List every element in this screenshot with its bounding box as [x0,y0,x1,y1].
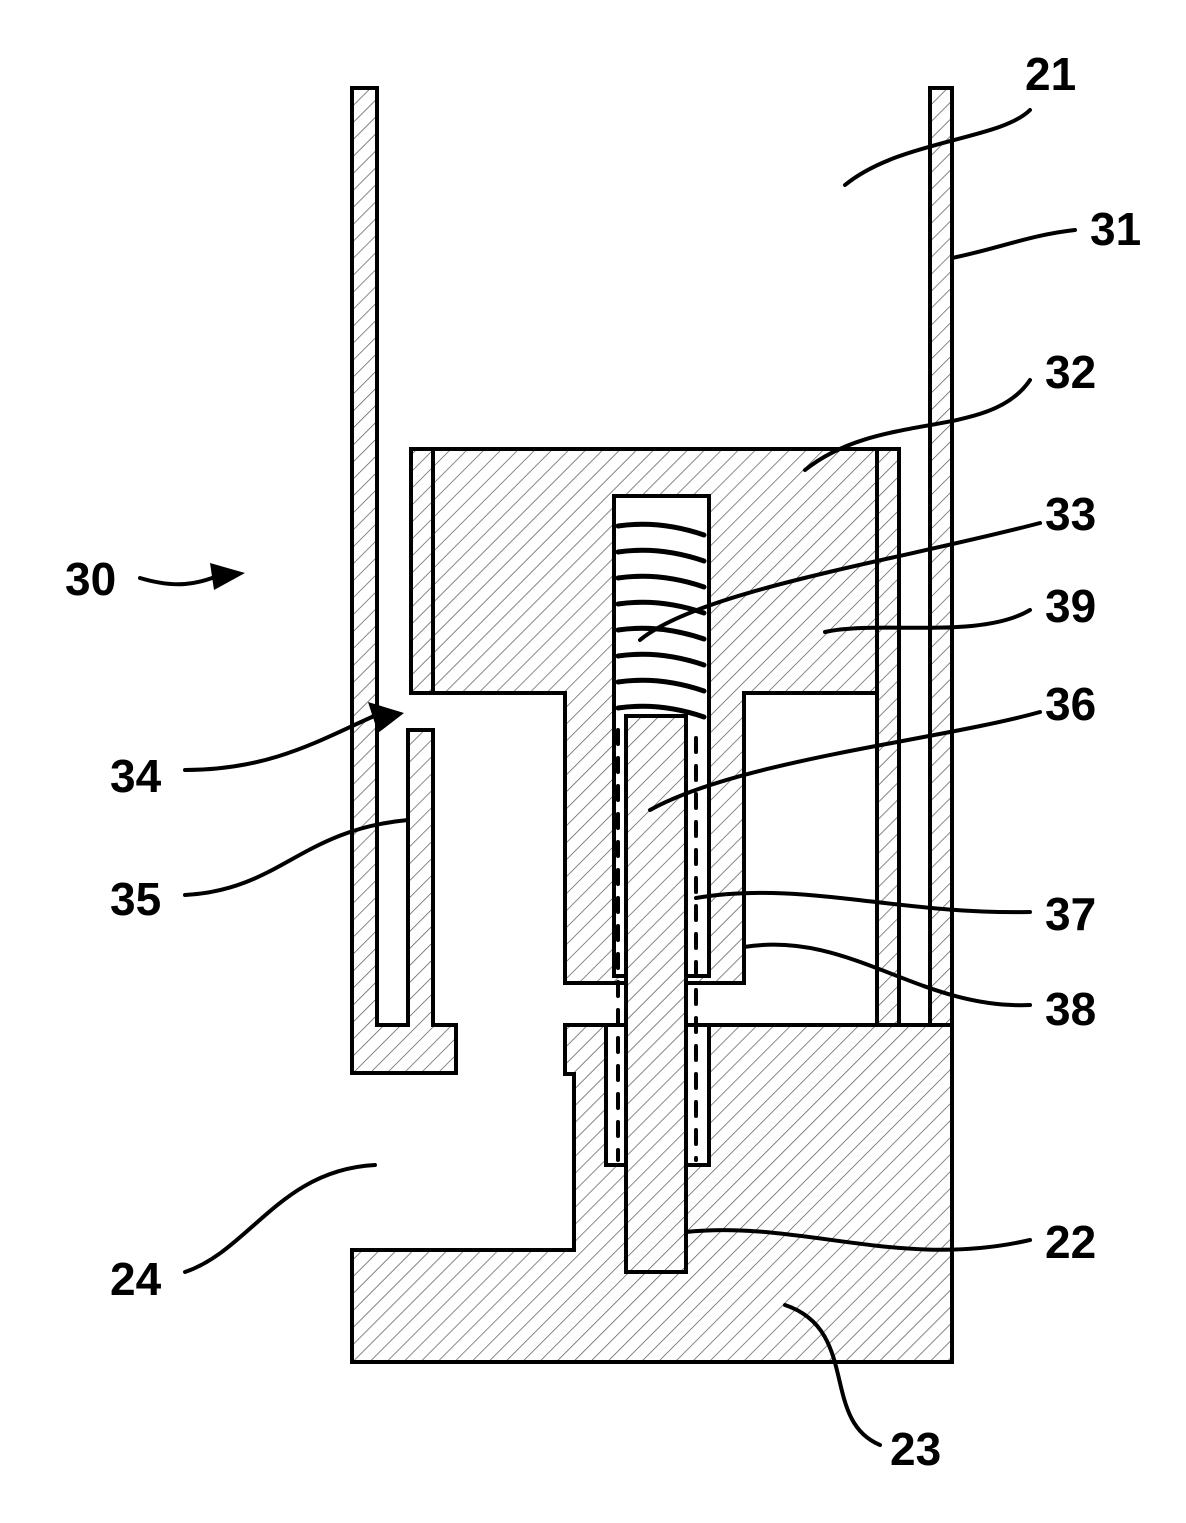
label-31: 31 [1090,203,1141,255]
leader-30 [140,577,215,584]
label-21: 21 [1025,48,1076,100]
label-23: 23 [890,1423,941,1475]
label-35: 35 [110,873,161,925]
label-36: 36 [1045,678,1096,730]
label-22: 22 [1045,1216,1096,1268]
right-tube-wall [930,88,952,1028]
label-38: 38 [1045,983,1096,1035]
leader-24 [185,1165,375,1272]
arrowhead-30 [210,563,245,590]
leader-37 [696,893,1030,912]
inner-sleeve-left-upper [411,449,433,693]
label-34: 34 [110,750,162,802]
label-39: 39 [1045,580,1096,632]
label-32: 32 [1045,346,1096,398]
label-30: 30 [65,553,116,605]
inner-sleeve-right [877,449,899,1027]
plunger-rod [626,716,686,1272]
label-33: 33 [1045,488,1096,540]
label-24: 24 [110,1253,162,1305]
leader-31 [952,230,1075,258]
label-37: 37 [1045,888,1096,940]
leader-34 [185,717,372,770]
